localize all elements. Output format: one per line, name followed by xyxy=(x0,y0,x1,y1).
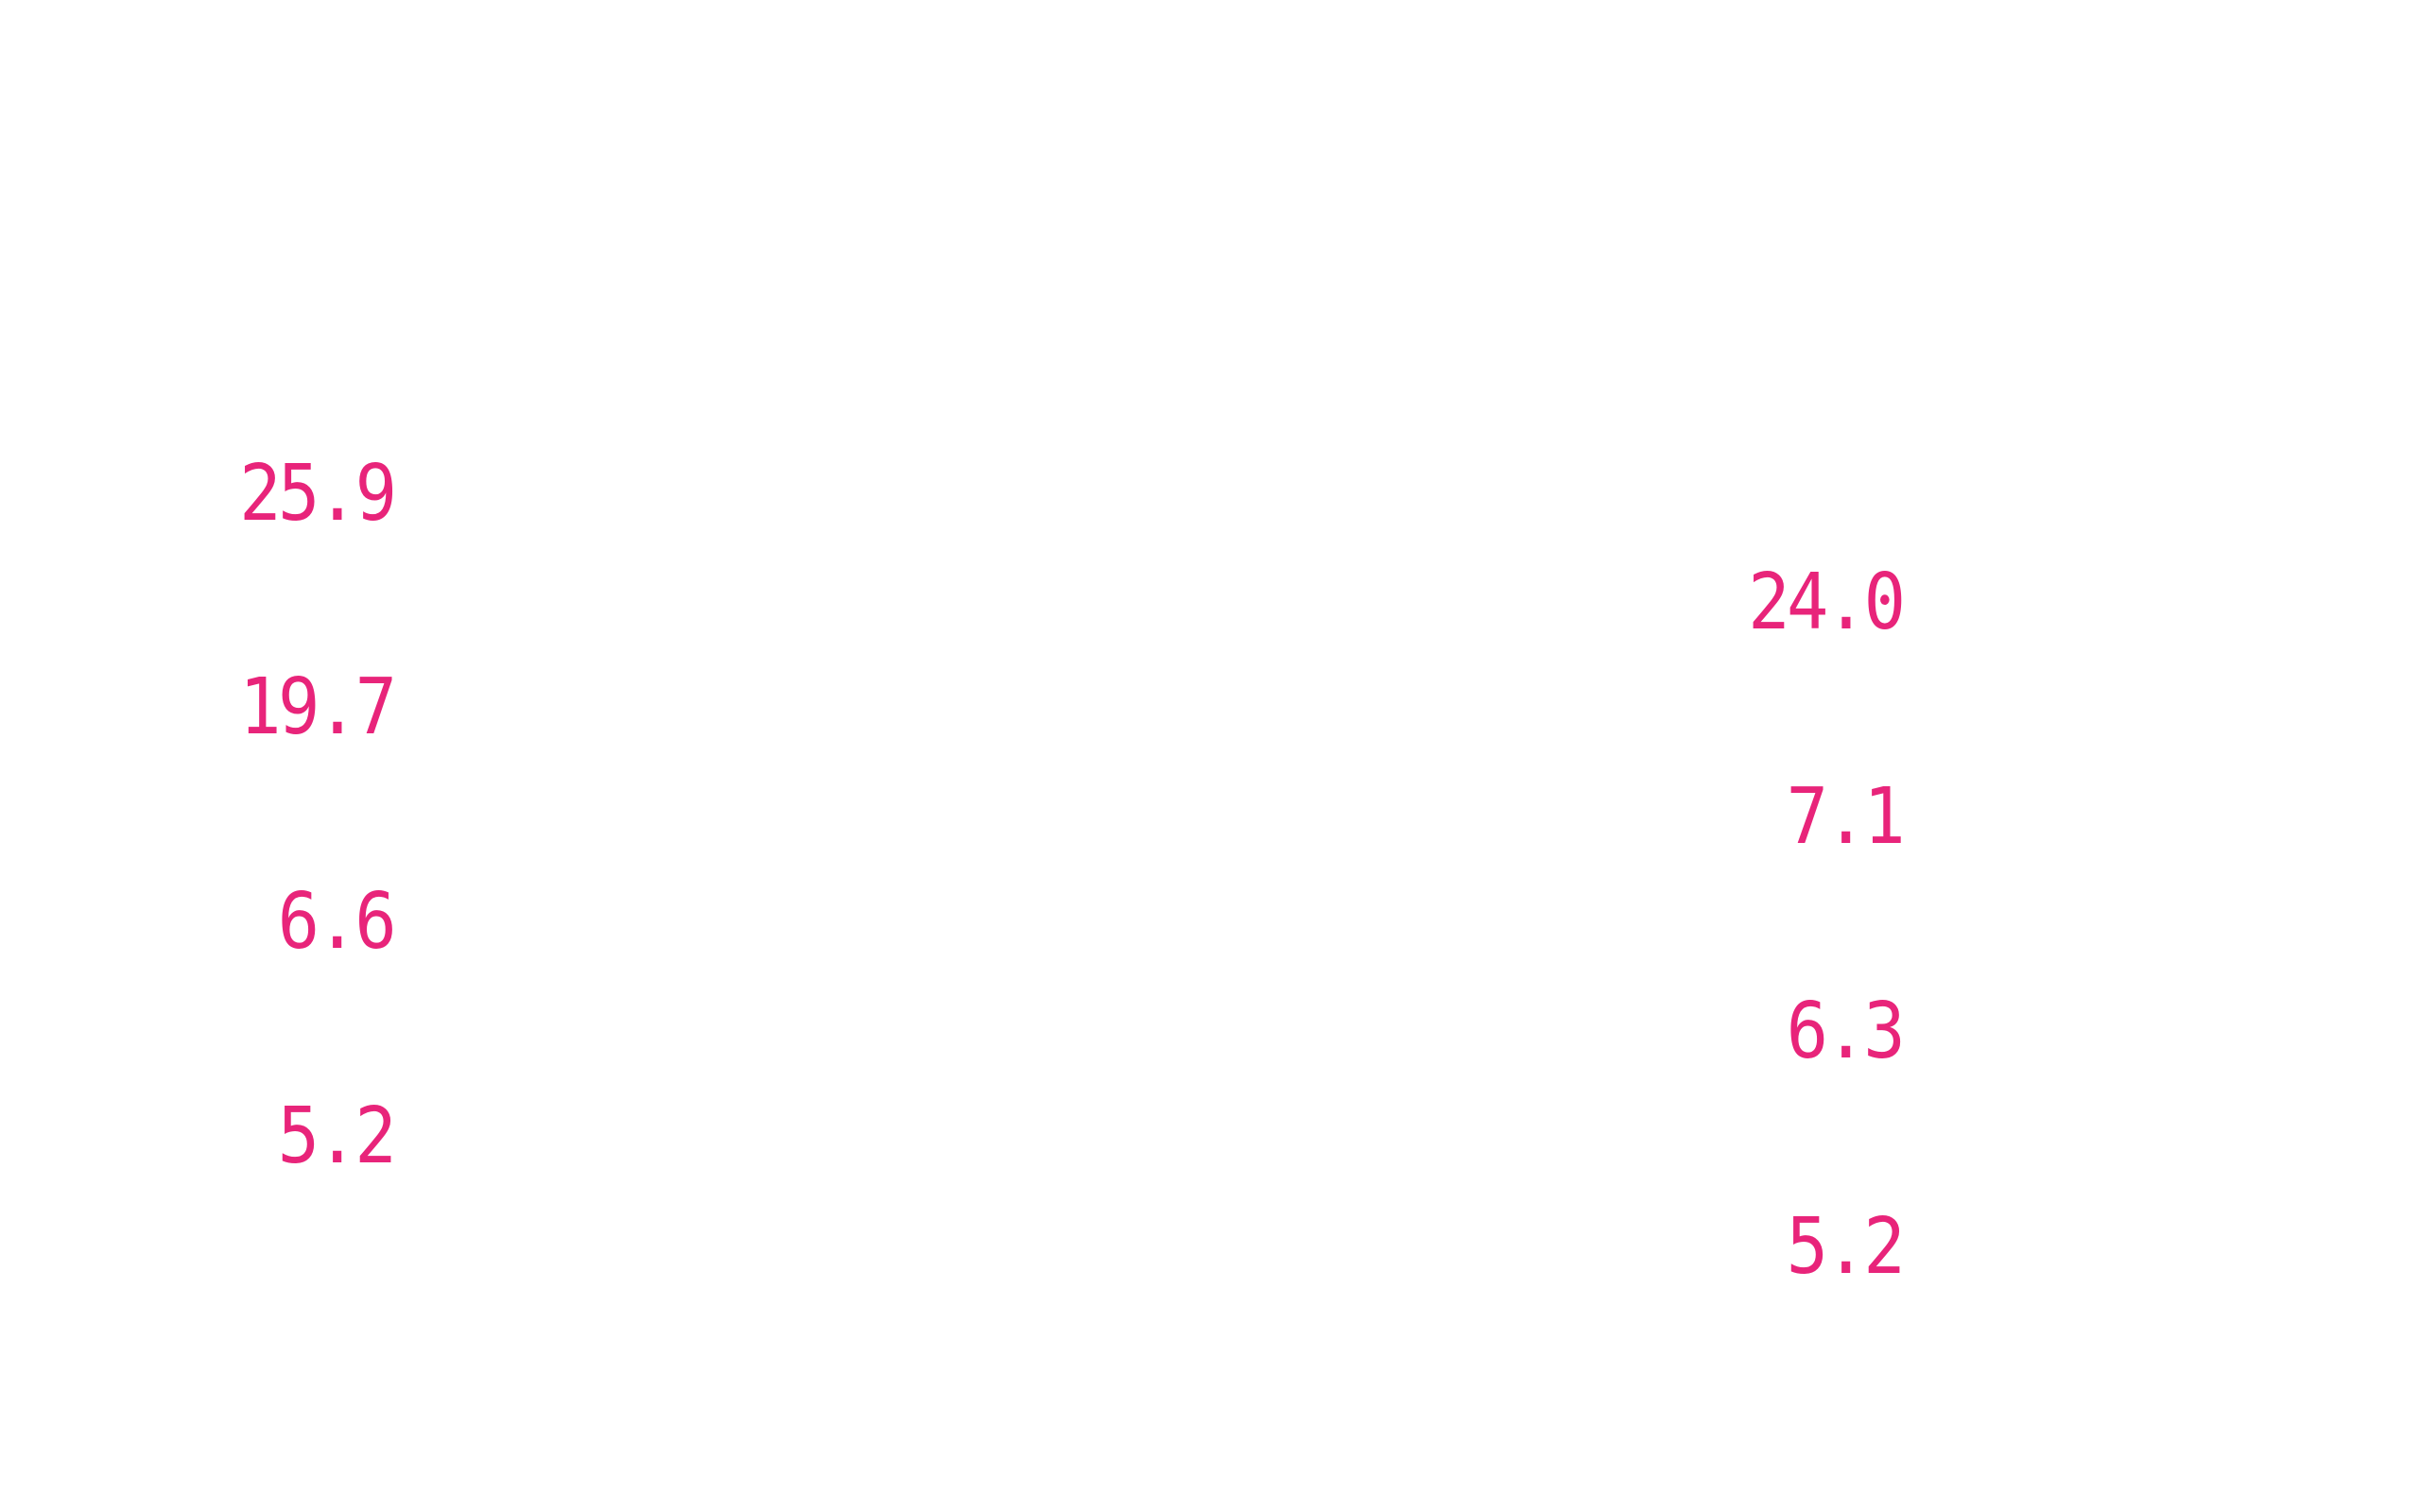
readout-value: 6.3 xyxy=(1698,987,1906,1076)
readout-value: 25.9 xyxy=(189,449,397,539)
readout-text: 7.1 xyxy=(1786,772,1906,862)
readout-text: 24.0 xyxy=(1747,558,1906,647)
readout-text: 5.2 xyxy=(277,1091,397,1181)
readout-text: 6.6 xyxy=(277,877,397,967)
readout-text: 6.3 xyxy=(1786,987,1906,1076)
readout-text: 25.9 xyxy=(238,449,397,539)
readout-value: 5.2 xyxy=(189,1091,397,1181)
readout-value: 7.1 xyxy=(1698,772,1906,862)
readout-value: 5.2 xyxy=(1698,1202,1906,1292)
readout-text: 5.2 xyxy=(1786,1202,1906,1292)
readout-value: 19.7 xyxy=(189,662,397,752)
readout-value: 6.6 xyxy=(189,877,397,967)
readout-value: 24.0 xyxy=(1698,558,1906,647)
readout-text: 19.7 xyxy=(238,662,397,752)
